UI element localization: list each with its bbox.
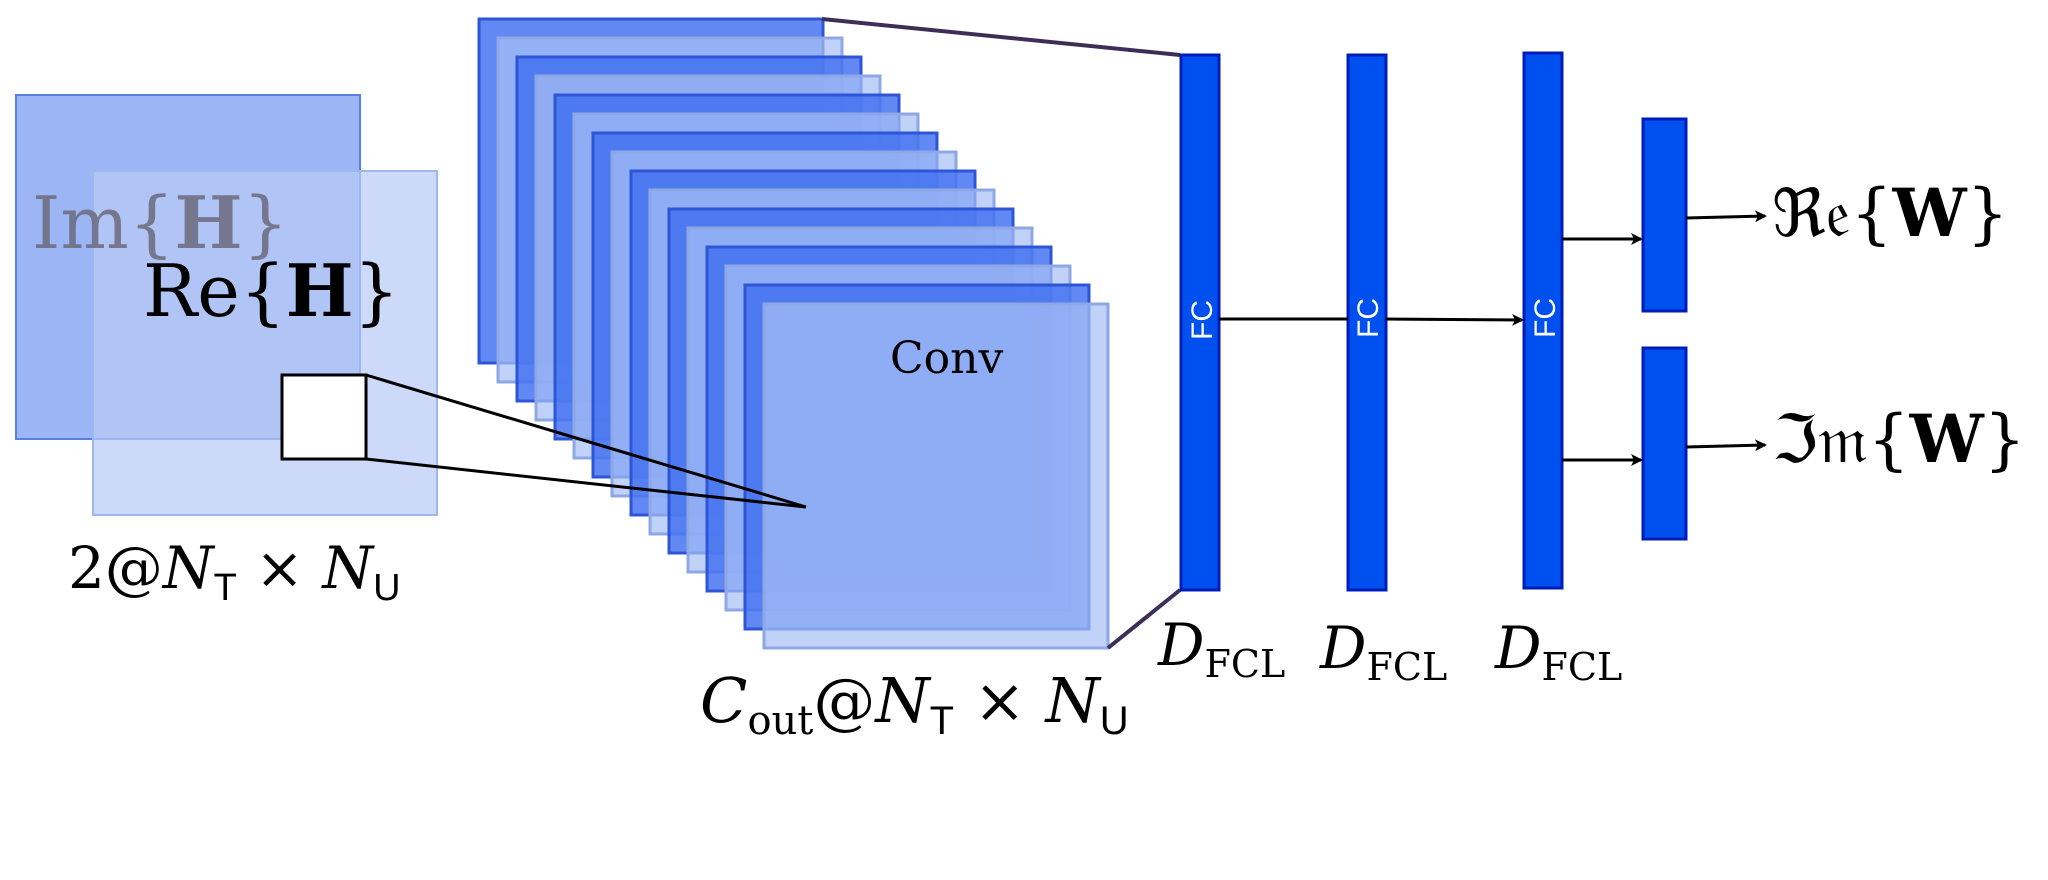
conv-feature-map-16 [762,302,1110,650]
input-dims-d: N [320,534,375,602]
output-imag-label-bold: W [1909,400,1985,478]
projection-line-top [365,373,807,509]
fc-layer-2-dim-sub: FCL [1367,645,1448,689]
input-imag-label: Im{H} [32,180,288,265]
fc-layer-2: FC DFCL [1319,53,1447,689]
input-real-channel [92,170,438,516]
output-real-label-bold: W [1891,174,1967,252]
arrow-real-head-to-output [1685,210,1767,223]
conv-dims-b: @ [813,664,875,737]
fc-connector-2-3-arrow [1385,313,1524,326]
fc-layer-1-bar [1179,53,1221,592]
fc-layer-2-dim-main: D [1319,614,1367,682]
conv-dims-e-sub: U [1100,699,1129,743]
output-head-imag [1641,346,1688,541]
fc-layer-1: FC DFCL [1157,53,1285,686]
input-imag-label-bold: H [175,180,243,265]
output-real-label: ℜ𝔢{W} [1772,174,2009,252]
projection-line-bottom [365,457,807,509]
fc-layer-2-bar [1346,53,1388,592]
fc-layer-2-dim: DFCL [1319,614,1447,689]
conv-dims-label: Cout@NT × NU [700,664,1129,744]
conv-dims-a-sub: out [747,698,813,744]
input-imag-label-pre: Im{ [32,181,175,265]
output-real-label-post: } [1967,175,2009,252]
arrow-imag-head-to-output [1685,439,1767,452]
fc-layer-3-dim: DFCL [1494,614,1622,689]
input-dims-c: × [237,534,322,602]
input-real-label-bold: H [286,248,354,333]
input-dims-d-sub: U [373,567,400,609]
output-imag-label-post: } [1984,401,2026,478]
fc-layer-1-label: FC [1186,300,1219,340]
perspective-edge-top [821,17,1181,57]
fc-layer-3: FC DFCL [1494,51,1622,689]
fc-layer-3-dim-sub: FCL [1542,645,1623,689]
fc-layer-1-dim-sub: FCL [1205,642,1286,686]
conv-feature-map-stack [477,17,1110,650]
input-dims-a: 2@ [68,534,163,602]
fc-layer-2-label: FC [1352,298,1385,338]
input-dims-b: N [161,534,216,602]
output-imag-label-pre: ℑ𝔪{ [1772,401,1910,478]
input-real-label: Re{H} [143,248,399,333]
input-real-label-pre: Re{ [143,249,286,333]
input-tensor: Im{H} Re{H} 2@NT × NU [15,94,438,609]
input-dims-label: 2@NT × NU [68,534,401,609]
output-head-real [1641,117,1688,313]
fc-layer-1-dim: DFCL [1157,611,1285,686]
conv-dims-e: N [1043,664,1102,737]
conv-dims-c-sub: T [930,699,954,743]
kernel-window [280,373,368,461]
perspective-edge-bottom [1106,588,1182,650]
conv-dims-c: N [873,664,932,737]
output-real-label-pre: ℜ𝔢{ [1772,175,1892,252]
conv-dims-d: × [954,664,1045,737]
fc-layer-1-dim-main: D [1157,611,1205,679]
input-imag-label-post: } [243,181,289,265]
fc-layer-3-dim-main: D [1494,614,1542,682]
input-real-label-post: } [354,249,400,333]
conv-dims-a: C [700,664,747,737]
output-imag-label: ℑ𝔪{W} [1772,400,2026,478]
fc-layer-3-bar [1522,51,1564,590]
conv-label: Conv [890,333,1003,384]
input-dims-b-sub: T [214,567,237,609]
fc-layer-3-label: FC [1529,298,1562,338]
